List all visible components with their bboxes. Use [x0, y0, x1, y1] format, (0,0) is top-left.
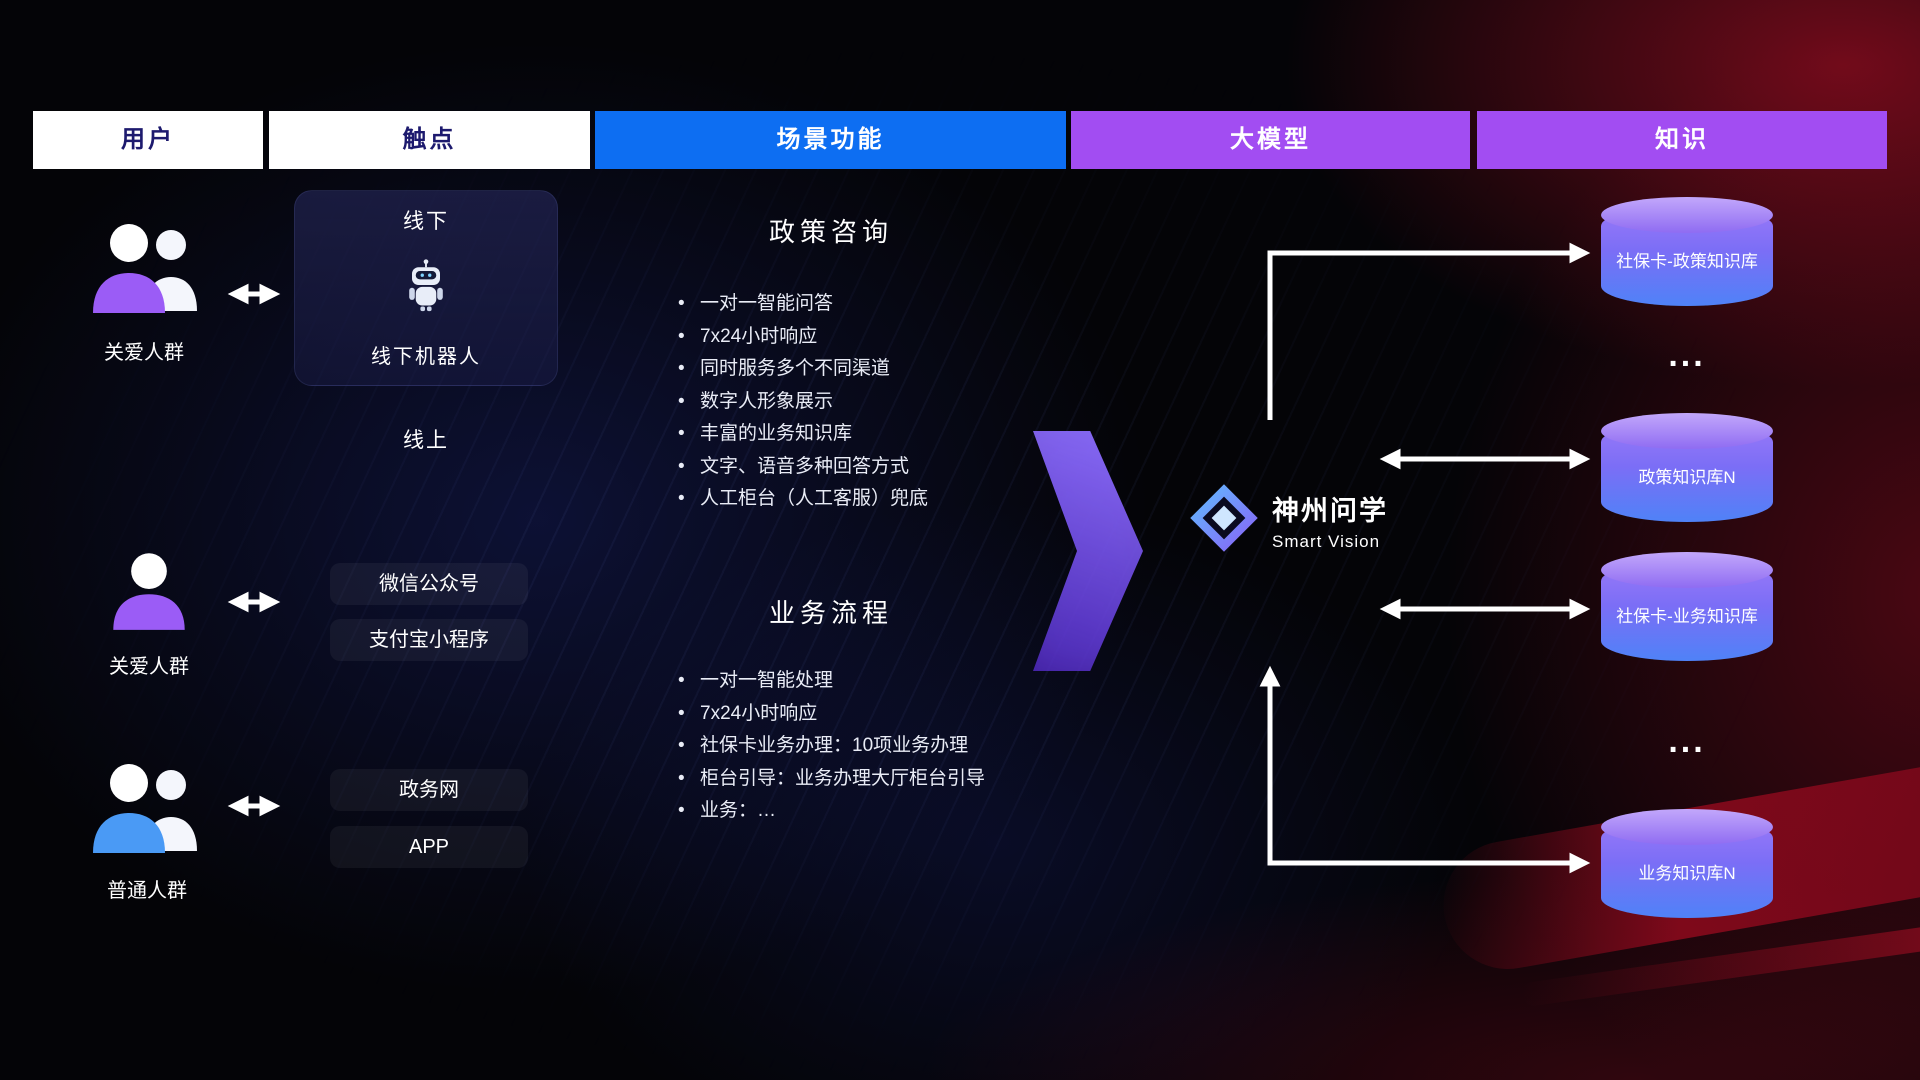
knowledge-db-policy-n: 政策知识库N: [1601, 413, 1773, 522]
ellipsis-dots: ...: [1668, 722, 1706, 760]
list-item: 柜台引导：业务办理大厅柜台引导: [676, 763, 985, 796]
flow-arrow-shape: [1033, 431, 1143, 671]
offline-robot-label: 线下机器人: [371, 346, 481, 368]
group-people-blue-icon: [85, 755, 205, 860]
list-item: 丰富的业务知识库: [676, 418, 928, 451]
group-people-purple-icon: [85, 215, 205, 320]
list-item: 社保卡业务办理：10项业务办理: [676, 730, 985, 763]
list-item: 一对一智能问答: [676, 288, 928, 321]
scenario-business-list: 一对一智能处理 7x24小时响应 社保卡业务办理：10项业务办理 柜台引导：业务…: [676, 665, 985, 828]
knowledge-db-label: 业务知识库N: [1638, 864, 1736, 883]
list-item: 同时服务多个不同渠道: [676, 353, 928, 386]
knowledge-db-label: 政策知识库N: [1638, 468, 1736, 487]
knowledge-db-policy-sscard: 社保卡-政策知识库: [1601, 197, 1773, 306]
ellipsis-dots: ...: [1668, 336, 1706, 374]
channel-wechat: 微信公众号: [330, 563, 528, 605]
person-purple-icon: [107, 548, 191, 637]
diamond-gem-icon: [1188, 482, 1260, 559]
list-item: 业务：…: [676, 795, 985, 828]
scenario-title-policy: 政策咨询: [768, 217, 893, 247]
robot-icon: [398, 257, 454, 318]
offline-touchpoint-card: 线下 线下机器人: [294, 190, 558, 386]
list-item: 7x24小时响应: [676, 698, 985, 731]
list-item: 一对一智能处理: [676, 665, 985, 698]
knowledge-db-label: 社保卡-政策知识库: [1616, 252, 1758, 271]
online-title: 线上: [403, 429, 449, 452]
scenario-title-business: 业务流程: [768, 598, 893, 628]
model-name: 神州问学: [1272, 496, 1388, 526]
list-item: 数字人形象展示: [676, 386, 928, 419]
column-header-scenarios: 场景功能: [595, 111, 1066, 169]
column-header-touchpoints: 触点: [269, 111, 590, 169]
column-header-knowledge: 知识: [1477, 111, 1887, 169]
scenario-policy-list: 一对一智能问答 7x24小时响应 同时服务多个不同渠道 数字人形象展示 丰富的业…: [676, 288, 928, 516]
column-header-users: 用户: [33, 111, 263, 169]
column-header-model: 大模型: [1071, 111, 1470, 169]
offline-title: 线下: [403, 210, 449, 233]
list-item: 人工柜台（人工客服）兜底: [676, 483, 928, 516]
user-group-label: 关爱人群: [109, 656, 189, 678]
knowledge-db-business-n: 业务知识库N: [1601, 809, 1773, 918]
model-subtitle: Smart Vision: [1272, 532, 1381, 551]
list-item: 文字、语音多种回答方式: [676, 451, 928, 484]
list-item: 7x24小时响应: [676, 321, 928, 354]
model-logo: 神州问学 Smart Vision: [1188, 482, 1388, 559]
user-group-label: 关爱人群: [104, 342, 184, 364]
knowledge-db-label: 社保卡-业务知识库: [1616, 607, 1758, 626]
channel-alipay: 支付宝小程序: [330, 619, 528, 661]
knowledge-db-business-sscard: 社保卡-业务知识库: [1601, 552, 1773, 661]
channel-gov-web: 政务网: [330, 769, 528, 811]
user-group-label: 普通人群: [107, 880, 187, 902]
channel-app: APP: [330, 826, 528, 868]
